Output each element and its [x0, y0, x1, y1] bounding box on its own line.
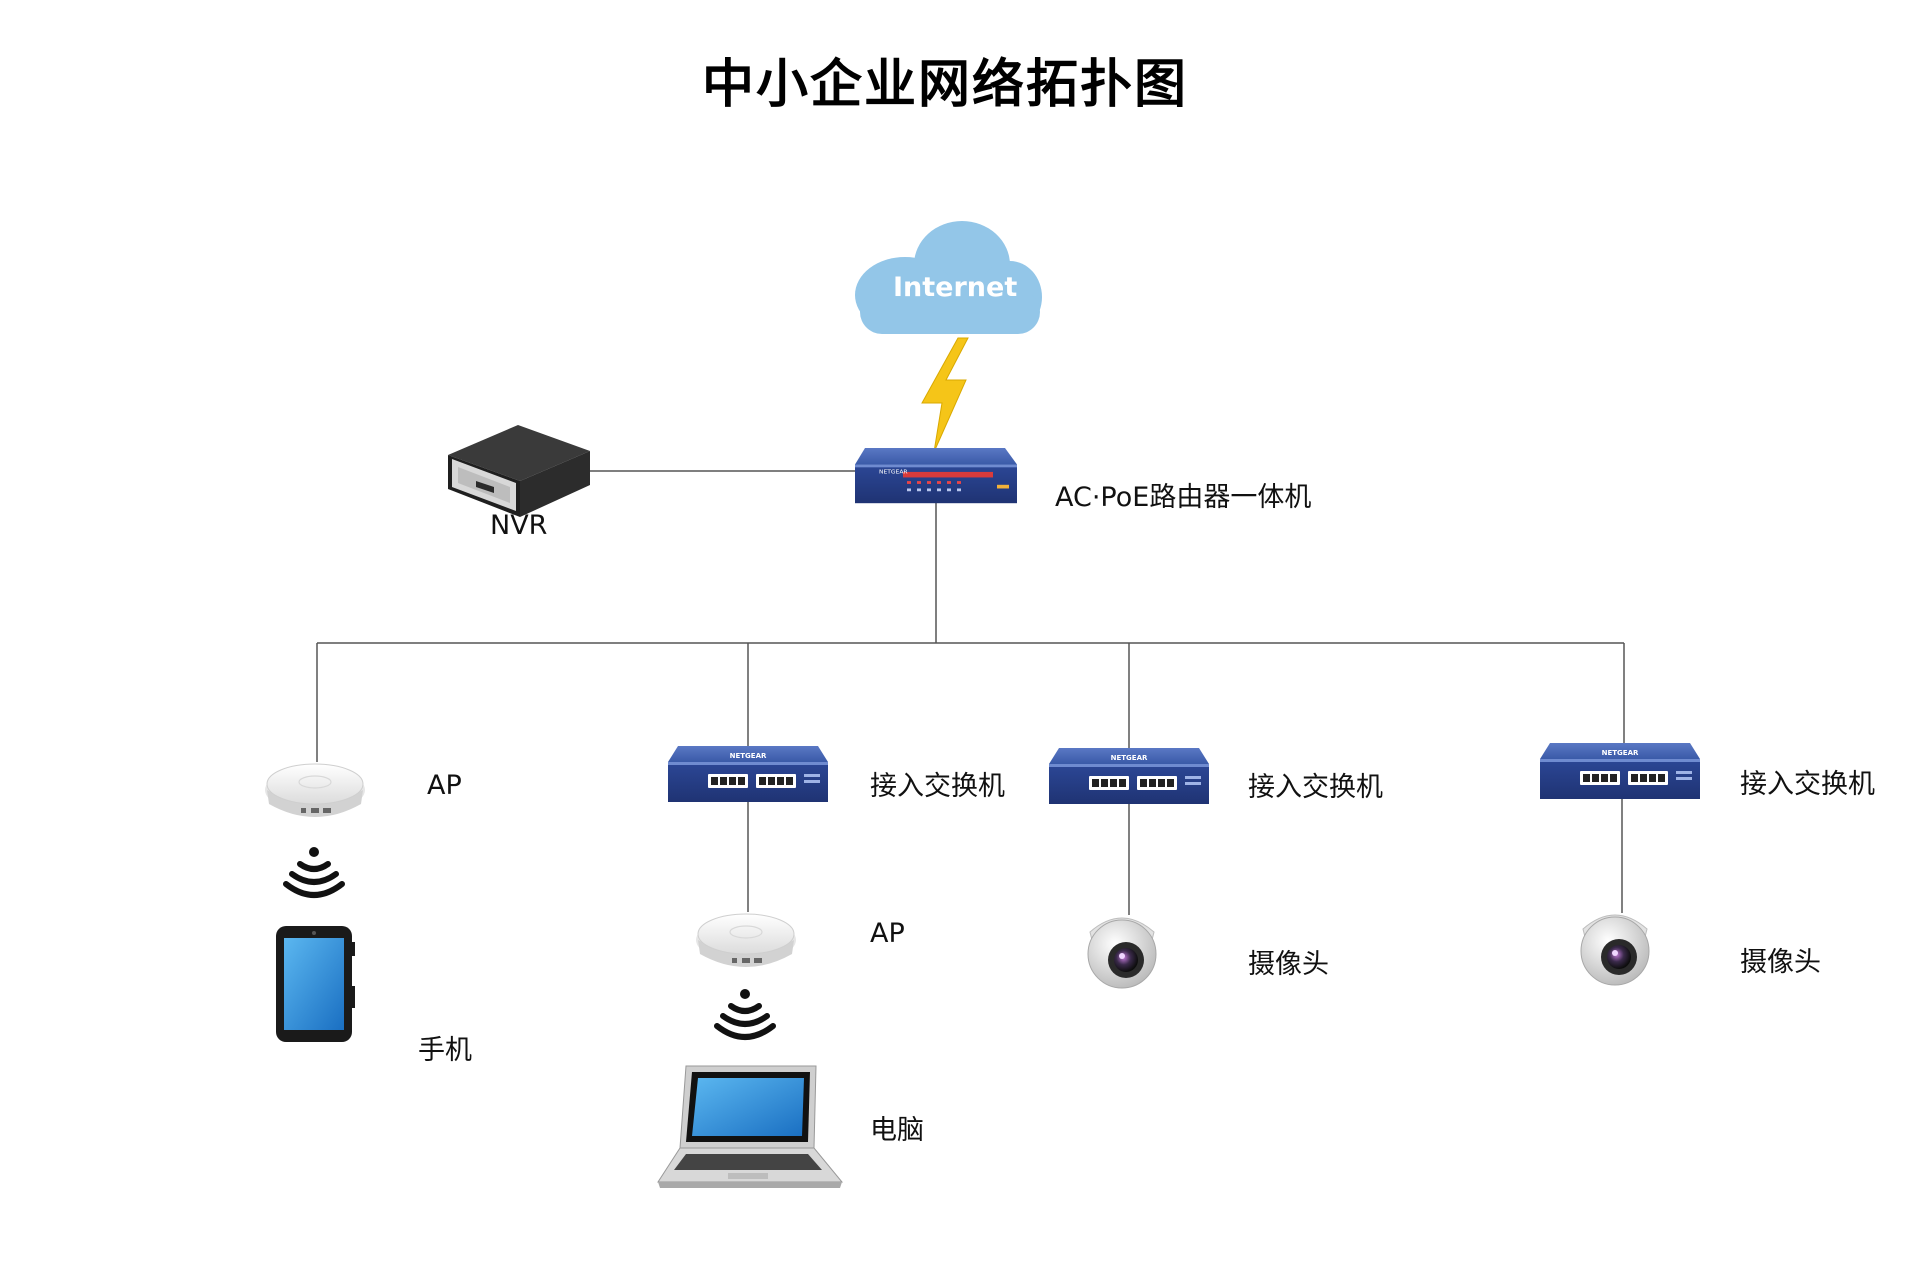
internet-cloud-icon [855, 221, 1042, 334]
access-switch-3-icon [1540, 743, 1700, 799]
router-label: AC·PoE路由器一体机 [1055, 482, 1312, 513]
page-title: 中小企业网络拓扑图 [701, 55, 1188, 115]
switch-2-label: 接入交换机 [1248, 772, 1383, 803]
switch-1-label: 接入交换机 [870, 771, 1005, 802]
router-brand-text: NETGEAR [879, 470, 908, 476]
camera-1-label: 摄像头 [1248, 949, 1329, 980]
connection-lines [316, 470, 1625, 915]
router-icon: NETGEAR [855, 448, 1017, 504]
laptop-icon [657, 1065, 844, 1188]
internet-label: Internet [893, 272, 1018, 303]
phone-icon [276, 926, 355, 1042]
ap-2-icon [695, 913, 797, 968]
nvr-label: NVR [490, 510, 548, 541]
ap-1-label: AP [427, 770, 462, 801]
ap-1-icon [264, 763, 366, 818]
wifi-2-icon [717, 989, 773, 1037]
ap-2-label: AP [870, 918, 905, 949]
nvr-icon [448, 425, 590, 517]
access-switch-1-icon [668, 746, 828, 802]
access-switch-2-icon [1049, 748, 1209, 804]
laptop-label: 电脑 [870, 1115, 924, 1146]
camera-1-icon [1087, 917, 1157, 989]
camera-2-label: 摄像头 [1740, 947, 1821, 978]
camera-2-icon [1580, 914, 1650, 986]
phone-label: 手机 [418, 1035, 472, 1066]
wifi-1-icon [286, 847, 342, 895]
switch-3-label: 接入交换机 [1740, 769, 1875, 800]
lightning-icon [921, 337, 969, 453]
